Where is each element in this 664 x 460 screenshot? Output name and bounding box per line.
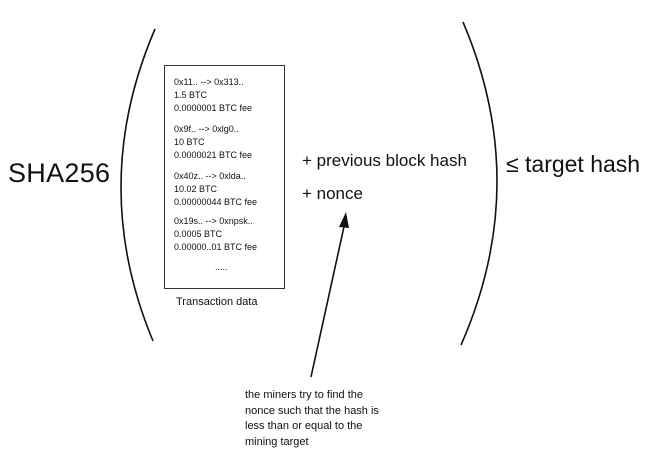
left-parenthesis <box>120 28 156 342</box>
right-parenthesis <box>460 21 498 346</box>
transaction-fee: 0.0000021 BTC fee <box>174 150 253 160</box>
transaction-entry: 0x11.. --> 0x313.. 1.5 BTC 0.0000001 BTC… <box>174 76 252 115</box>
arrow-head <box>339 212 349 228</box>
transaction-ellipsis: ..... <box>215 262 228 272</box>
sha256-label: SHA256 <box>8 158 111 188</box>
arrow-shaft <box>310 221 346 378</box>
transaction-fee: 0.0000001 BTC fee <box>174 103 253 113</box>
transaction-route: 0x9f.. --> 0xlg0.. <box>174 124 239 134</box>
transaction-entry: 0x9f.. --> 0xlg0.. 10 BTC 0.0000021 BTC … <box>174 123 252 162</box>
transaction-amount: 1.5 BTC <box>174 90 208 100</box>
miner-note-line: nonce such that the hash is <box>245 404 379 417</box>
nonce-label: + nonce <box>302 184 363 203</box>
transaction-route: 0x40z.. --> 0xlda.. <box>174 171 246 181</box>
transaction-fee: 0.00000..01 BTC fee <box>174 242 258 252</box>
transaction-entry: 0x40z.. --> 0xlda.. 10.02 BTC 0.00000044… <box>174 170 257 209</box>
transaction-data-box: 0x11.. --> 0x313.. 1.5 BTC 0.0000001 BTC… <box>164 65 285 289</box>
transaction-route: 0x11.. --> 0x313.. <box>174 77 244 87</box>
transaction-amount: 0.0005 BTC <box>174 229 223 239</box>
transaction-route: 0x19s.. --> 0xnpsk.. <box>174 216 253 226</box>
transaction-amount: 10.02 BTC <box>174 184 218 194</box>
transaction-entry: 0x19s.. --> 0xnpsk.. 0.0005 BTC 0.00000.… <box>174 215 257 254</box>
miner-note-line: less than or equal to the <box>245 420 363 432</box>
transaction-fee: 0.00000044 BTC fee <box>174 197 258 207</box>
miner-note-line: the miners try to find the <box>245 389 363 401</box>
miner-note-line: mining target <box>245 435 309 448</box>
transaction-data-caption: Transaction data <box>176 296 258 308</box>
miner-note: the miners try to find the nonce such th… <box>245 388 415 450</box>
target-hash-label: ≤ target hash <box>506 151 641 177</box>
transaction-amount: 10 BTC <box>174 137 205 147</box>
previous-block-hash-label: + previous block hash <box>302 151 467 170</box>
